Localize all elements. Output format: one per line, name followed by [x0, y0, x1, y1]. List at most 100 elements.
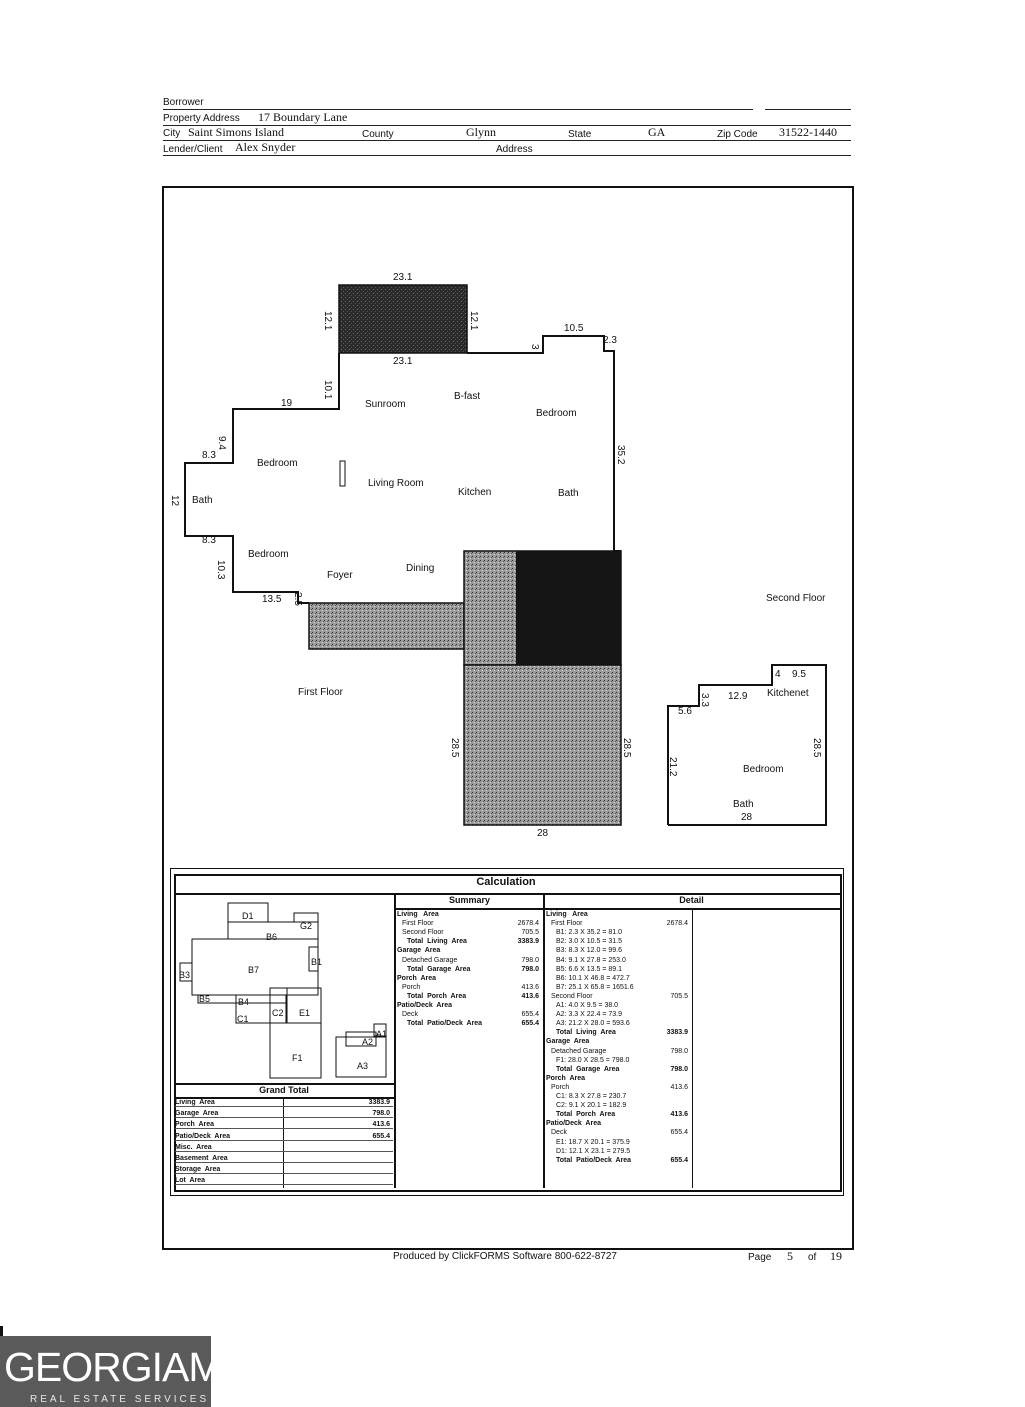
calc-row-label: B2: 3.0 X 10.5 = 31.5: [556, 938, 622, 946]
calc-row-label: Detached Garage: [402, 956, 458, 964]
calc-row: A2: 3.3 X 22.4 = 73.9: [556, 1011, 690, 1018]
calc-row-label: Living Area: [397, 911, 439, 918]
room-label: Bedroom: [248, 549, 289, 560]
calc-row-label: Second Floor: [551, 992, 593, 1000]
dimension-label: 12.9: [728, 691, 748, 702]
grand-total-label: Lot Area: [175, 1177, 206, 1185]
first-floor-label: First Floor: [298, 687, 343, 698]
grand-total-label: Patio/Deck Area: [175, 1132, 230, 1140]
dimension-label: 12.1: [468, 311, 479, 331]
property-address-value: 17 Boundary Lane: [258, 110, 348, 124]
logo-text: GEORGIAMLS: [4, 1344, 271, 1390]
of-label: of: [808, 1252, 817, 1263]
mini-area-label: C1: [237, 1014, 249, 1024]
calc-row-value: 655.4: [521, 1011, 539, 1019]
dimension-label: 3.3: [699, 693, 710, 707]
calc-row-value: 798.0: [670, 1065, 688, 1073]
grand-total-label: Basement Area: [175, 1155, 228, 1162]
calc-row-label: Garage Area: [397, 947, 441, 955]
calc-row-label: B3: 8.3 X 12.0 = 99.6: [556, 947, 622, 955]
first-floor-outline: [184, 353, 340, 604]
grand-total-value: 798.0: [372, 1110, 390, 1118]
deck-d1: [338, 284, 468, 354]
calc-row-label: Patio/Deck Area: [397, 1002, 452, 1009]
grand-total-label: Storage Area: [175, 1166, 221, 1174]
grand-total-row: Garage Area 798.0: [175, 1110, 393, 1119]
calc-row-value: 655.4: [670, 1156, 688, 1164]
dimension-label: 28.5: [621, 738, 632, 758]
dimension-label: 23.1: [393, 356, 413, 367]
borrower-line-right: [765, 109, 851, 110]
grand-total-header: Grand Total: [259, 1085, 309, 1095]
calc-row-label: D1: 12.1 X 23.1 = 279.5: [556, 1147, 631, 1155]
dimension-label: 28.5: [449, 738, 460, 758]
calc-row-label: Garage Area: [546, 1038, 590, 1046]
calc-row-label: A2: 3.3 X 22.4 = 73.9: [556, 1011, 622, 1019]
grand-total-row: Basement Area: [175, 1155, 393, 1163]
calc-row: B7: 25.1 X 65.8 = 1651.6: [556, 984, 690, 991]
borrower-label: Borrower: [163, 97, 204, 108]
grand-total-label: Garage Area: [175, 1110, 219, 1118]
summary-header: Summary: [448, 895, 491, 905]
calc-row-label: B5: 6.6 X 13.5 = 89.1: [556, 965, 622, 973]
mini-area-label: G2: [300, 921, 312, 931]
calc-row-label: Total Porch Area: [407, 992, 467, 1000]
calc-row: Living Area: [546, 911, 690, 918]
deck-e1-dark: [516, 551, 621, 665]
dimension-label: 10.5: [564, 323, 584, 334]
calc-row-value: 798.0: [670, 1047, 688, 1055]
calc-row-label: B6: 10.1 X 46.8 = 472.7: [556, 974, 630, 982]
calc-row: A3: 21.2 X 28.0 = 593.6: [556, 1020, 690, 1027]
calc-row-label: A1: 4.0 X 9.5 = 38.0: [556, 1002, 619, 1009]
calc-row-value: 798.0: [521, 965, 539, 973]
calc-row-label: Total Garage Area: [407, 965, 471, 973]
calc-row-value: 413.6: [670, 1083, 688, 1091]
dimension-label: 10.1: [322, 380, 333, 400]
calc-row-label: Deck: [402, 1011, 418, 1019]
dimension-label: 3: [529, 344, 540, 350]
room-label: Kitchenet: [767, 688, 809, 699]
calc-row: Porch Area: [546, 1075, 690, 1082]
dimension-label: 8.3: [202, 535, 216, 546]
second-floor-label: Second Floor: [766, 593, 826, 604]
city-label: City: [163, 128, 181, 139]
dimension-label: 9.4: [216, 436, 227, 450]
dimension-label: 9.5: [792, 669, 806, 680]
dimension-label: 28.5: [811, 738, 822, 758]
dimension-label: 2.3: [603, 335, 617, 346]
calc-row: Patio/Deck Area: [397, 1002, 541, 1009]
mini-area-label: A1: [376, 1029, 387, 1039]
calc-row-value: 655.4: [670, 1129, 688, 1137]
calc-row: Total Patio/Deck Area 655.4: [556, 1157, 690, 1164]
calc-row: Deck 655.4: [402, 1011, 541, 1018]
dimension-label: 19: [281, 398, 293, 409]
page-label: Page: [748, 1252, 772, 1263]
county-value: Glynn: [466, 125, 496, 139]
calc-row-label: E1: 18.7 X 20.1 = 375.9: [556, 1138, 630, 1146]
mini-area-label: F1: [292, 1053, 303, 1063]
calc-row-value: 798.0: [521, 956, 539, 964]
dimension-label: 23.1: [393, 272, 413, 283]
calc-row-label: C2: 9.1 X 20.1 = 182.9: [556, 1102, 627, 1110]
mini-area-label: D1: [242, 911, 254, 921]
room-label: Dining: [406, 563, 434, 574]
room-label: Bedroom: [536, 408, 577, 419]
calc-row-value: 2678.4: [517, 920, 539, 928]
lender-label: Lender/Client: [163, 144, 223, 155]
calc-row-label: B7: 25.1 X 65.8 = 1651.6: [556, 983, 634, 991]
grand-total-row: Lot Area: [175, 1177, 393, 1186]
garage-f1: [463, 664, 622, 826]
calculation-title: Calculation: [476, 876, 536, 888]
calc-row-label: Total Patio/Deck Area: [556, 1156, 632, 1164]
county-label: County: [362, 129, 394, 140]
calc-row: B2: 3.0 X 10.5 = 31.5: [556, 938, 690, 945]
calc-row-label: Porch: [551, 1083, 570, 1091]
